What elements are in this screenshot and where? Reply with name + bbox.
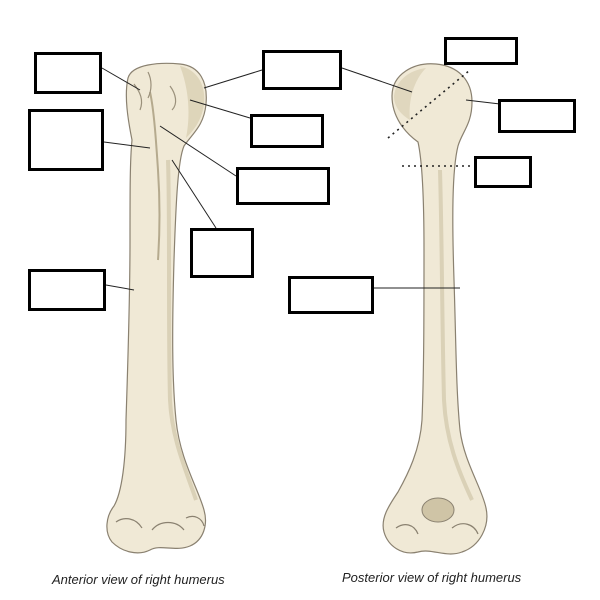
anterior-tubercle-detail bbox=[133, 71, 177, 111]
label-box-anterior-1[interactable] bbox=[34, 52, 102, 94]
leader-line bbox=[465, 99, 501, 105]
anterior-shaft-shading bbox=[166, 159, 198, 501]
label-box-posterior-4[interactable] bbox=[288, 276, 374, 314]
leader-line bbox=[203, 69, 263, 89]
posterior-view-caption: Posterior view of right humerus bbox=[342, 570, 522, 585]
posterior-dotted-lines bbox=[387, 69, 474, 167]
leader-line bbox=[341, 67, 413, 93]
label-box-anterior-4[interactable] bbox=[28, 109, 104, 171]
posterior-humerus-illustration bbox=[382, 63, 488, 555]
label-box-posterior-2[interactable] bbox=[498, 99, 576, 133]
posterior-shaft-shading bbox=[438, 169, 474, 501]
posterior-head-shading bbox=[394, 68, 426, 120]
leader-line bbox=[101, 67, 141, 91]
leader-line bbox=[105, 284, 135, 291]
leader-line bbox=[103, 141, 151, 149]
posterior-olecranon-fossa bbox=[421, 497, 455, 523]
leader-line bbox=[171, 159, 217, 229]
leader-line bbox=[189, 99, 251, 119]
anterior-head-shading bbox=[180, 66, 205, 138]
label-box-anterior-2[interactable] bbox=[262, 50, 342, 90]
posterior-condyle-detail bbox=[395, 523, 479, 535]
label-box-posterior-1[interactable] bbox=[444, 37, 518, 65]
posterior-humerus-bone bbox=[382, 63, 488, 555]
label-box-anterior-5[interactable] bbox=[236, 167, 330, 205]
anterior-humerus-illustration bbox=[106, 62, 207, 554]
label-box-anterior-7[interactable] bbox=[28, 269, 106, 311]
leader-line bbox=[159, 125, 237, 177]
label-box-anterior-6[interactable] bbox=[190, 228, 254, 278]
anterior-view-caption: Anterior view of right humerus bbox=[52, 572, 225, 587]
label-box-posterior-3[interactable] bbox=[474, 156, 532, 188]
label-box-anterior-3[interactable] bbox=[250, 114, 324, 148]
posterior-leader-lines bbox=[341, 67, 501, 289]
anterior-groove-shading bbox=[149, 91, 161, 261]
anterior-humerus-bone bbox=[106, 62, 207, 554]
anterior-leader-lines bbox=[101, 67, 263, 291]
anterior-condyle-detail bbox=[115, 515, 205, 531]
